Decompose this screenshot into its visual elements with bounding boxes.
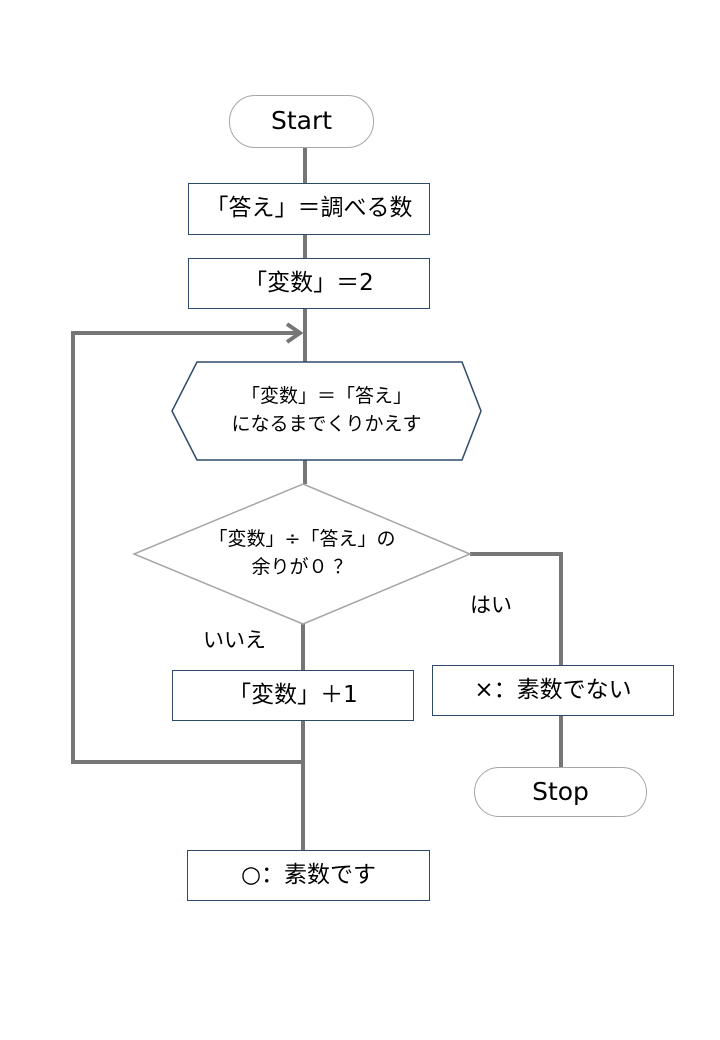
loop-back-arrowhead (285, 322, 304, 344)
decision-diamond: 「変数」÷「答え」の 余りが０ ？ (134, 484, 470, 624)
branch-no-label: いいえ (203, 628, 266, 652)
is-prime-label: ○：素数です (240, 861, 377, 888)
set-variable-label: 「変数」＝2 (244, 269, 374, 296)
set-answer-label: 「答え」＝調べる数 (205, 195, 413, 222)
loop-label-line-1: 「変数」＝「答え」 (240, 385, 412, 408)
increment-label: 「変数」＋1 (228, 681, 358, 708)
process-is-prime: ○：素数です (187, 850, 430, 901)
loop-hexagon: 「変数」＝「答え」 になるまでくりかえす (172, 362, 481, 460)
decision-label-line-2: 余りが０ ？ (251, 556, 353, 578)
connector-yes-branch (470, 552, 563, 665)
start-label: Start (270, 106, 333, 136)
stop-label: Stop (532, 776, 589, 806)
decision-label-line-1: 「変数」÷「答え」の (208, 528, 396, 551)
branch-yes-label: はい (470, 593, 512, 617)
process-set-variable: 「変数」＝2 (188, 258, 430, 309)
stop-terminal: Stop (474, 767, 647, 817)
process-set-answer: 「答え」＝調べる数 (188, 183, 430, 235)
decision-diamond-shape (132, 483, 472, 625)
connector-loop-back (71, 331, 303, 764)
not-prime-label: ×：素数でない (474, 676, 632, 703)
loop-hexagon-shape (171, 361, 482, 461)
process-increment: 「変数」＋1 (172, 670, 414, 721)
loop-label-line-2: になるまでくりかえす (231, 413, 422, 435)
start-terminal: Start (229, 95, 374, 148)
process-not-prime: ×：素数でない (432, 665, 674, 716)
